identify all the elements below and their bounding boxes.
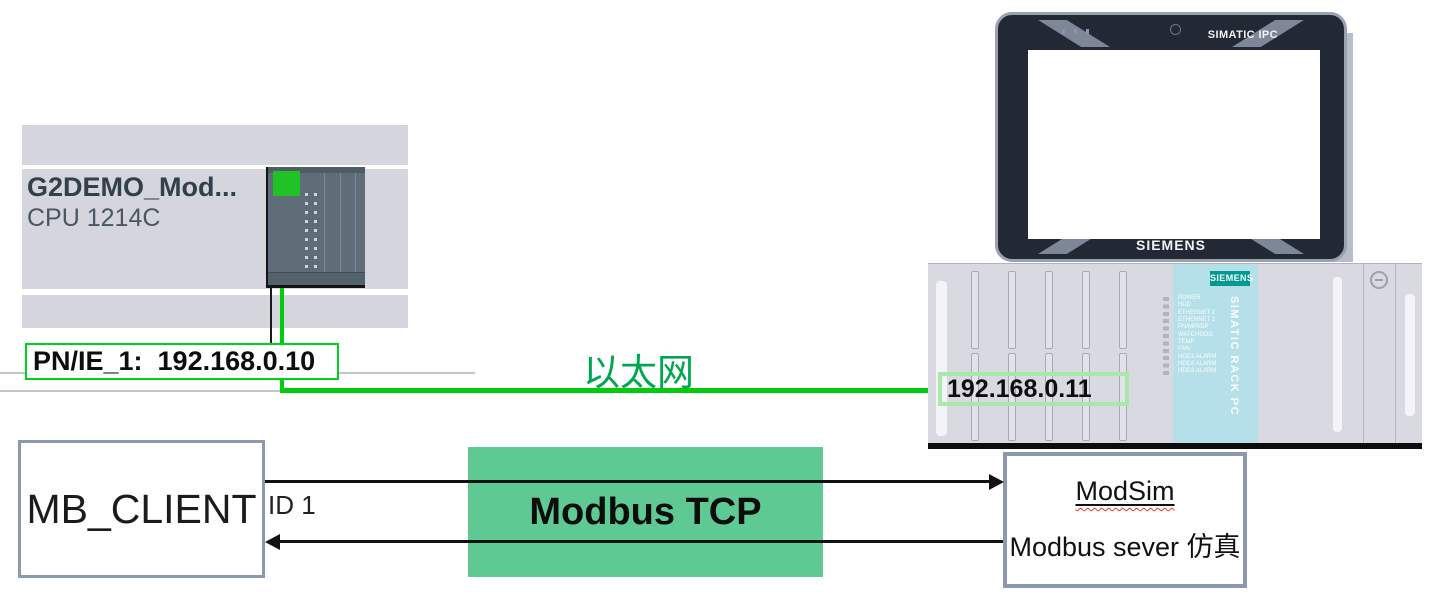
request-arrow-line	[265, 480, 991, 483]
led-label: HDD3 ALARM	[1178, 368, 1217, 375]
ethernet-label: 以太网	[583, 352, 694, 393]
simatic-rack-pc: SIEMENS POWER HDD ETHERNET 1 ETHERNET 2 …	[928, 263, 1422, 449]
led-label: HDD	[1178, 302, 1191, 309]
cpu-module-icon	[266, 167, 365, 288]
rack-drive-slot	[1008, 353, 1016, 441]
network-rail-line	[0, 390, 288, 392]
panel-separator	[22, 165, 408, 169]
modsim-title-text: ModSim	[1075, 476, 1175, 506]
rack-divider	[1363, 264, 1364, 444]
sensor-dots	[1062, 29, 1096, 34]
response-arrow-line	[278, 540, 1003, 543]
rack-drive-slot	[971, 271, 979, 349]
rack-drive-slot	[1082, 353, 1090, 441]
rack-drive-slot	[1119, 271, 1127, 349]
led-label: TEMP	[1178, 339, 1195, 346]
cpu-module-divider	[324, 173, 325, 275]
power-button-icon	[1370, 271, 1388, 289]
led-label: POWER	[1178, 295, 1201, 301]
plc-device-name: G2DEMO_Mod...	[27, 172, 238, 202]
rack-divider	[1395, 264, 1396, 444]
cpu-module-divider	[355, 173, 356, 275]
rack-drive-slot	[971, 353, 979, 441]
plc-connection-stub	[270, 288, 272, 344]
led-label: ETHERNET 2	[1178, 317, 1216, 324]
rack-led-labels: POWER HDD ETHERNET 1 ETHERNET 2 PN/MPI/D…	[1178, 295, 1216, 376]
cpu-top-strip	[268, 167, 365, 173]
monitor-screen	[1028, 50, 1320, 239]
rack-teal-panel	[1173, 264, 1258, 444]
modsim-title: ModSim	[1075, 476, 1174, 507]
rack-base-bar	[928, 443, 1422, 449]
simatic-ipc-monitor: SIMATIC IPC SIEMENS	[995, 12, 1347, 262]
led-label: ETHERNET 1	[1178, 309, 1216, 316]
ethernet-line-horizontal	[280, 388, 928, 393]
rack-ip-address-label: 192.168.0.11	[938, 372, 1129, 406]
rack-handle-strip	[1333, 277, 1342, 432]
mb-client-label: MB_CLIENT	[26, 485, 257, 532]
monitor-siemens-label: SIEMENS	[1135, 237, 1206, 253]
rack-drive-slot	[1045, 353, 1053, 441]
led-label: WATCHDOG	[1178, 331, 1213, 338]
led-label: PN/MPI/DP	[1178, 324, 1209, 331]
plc-ip-address-label: PN/IE_1: 192.168.0.10	[25, 343, 339, 380]
modbus-tcp-label: Modbus TCP	[529, 490, 762, 533]
mb-client-box: MB_CLIENT	[18, 440, 265, 578]
rack-handle-strip	[936, 281, 947, 436]
led-label: HDD2 ALARM	[1178, 361, 1217, 368]
rack-model-vertical-label: SIMATIC RACK PC	[1228, 296, 1240, 417]
rack-drive-slot	[1008, 271, 1016, 349]
cpu-bottom-strip	[268, 272, 365, 285]
rack-drive-slot	[1045, 271, 1053, 349]
camera-icon	[1170, 24, 1181, 35]
ethernet-line-vertical	[280, 288, 284, 392]
modbus-id-label: ID 1	[268, 490, 316, 520]
rack-led-column	[1163, 297, 1169, 378]
rack-handle-strip	[1405, 294, 1415, 416]
led-label: FAN	[1178, 346, 1190, 353]
rack-drive-slot	[1082, 271, 1090, 349]
plc-device-type: CPU 1214C	[27, 204, 161, 232]
siemens-badge: SIEMENS	[1210, 271, 1253, 286]
cpu-module-divider	[340, 173, 341, 275]
response-arrowhead-icon	[265, 534, 280, 550]
cpu-led-column	[305, 193, 308, 271]
cpu-status-led-green	[273, 171, 300, 196]
modsim-subtitle: Modbus sever 仿真	[1009, 532, 1241, 562]
panel-separator	[22, 289, 408, 295]
request-arrowhead-icon	[989, 474, 1004, 490]
modsim-server-box: ModSim Modbus sever 仿真	[1003, 452, 1247, 588]
modbus-tcp-box: Modbus TCP	[468, 447, 823, 577]
led-label: HDD1 ALARM	[1178, 353, 1217, 360]
cpu-led-column	[314, 193, 317, 271]
monitor-brand-label: SIMATIC IPC	[1207, 29, 1278, 41]
